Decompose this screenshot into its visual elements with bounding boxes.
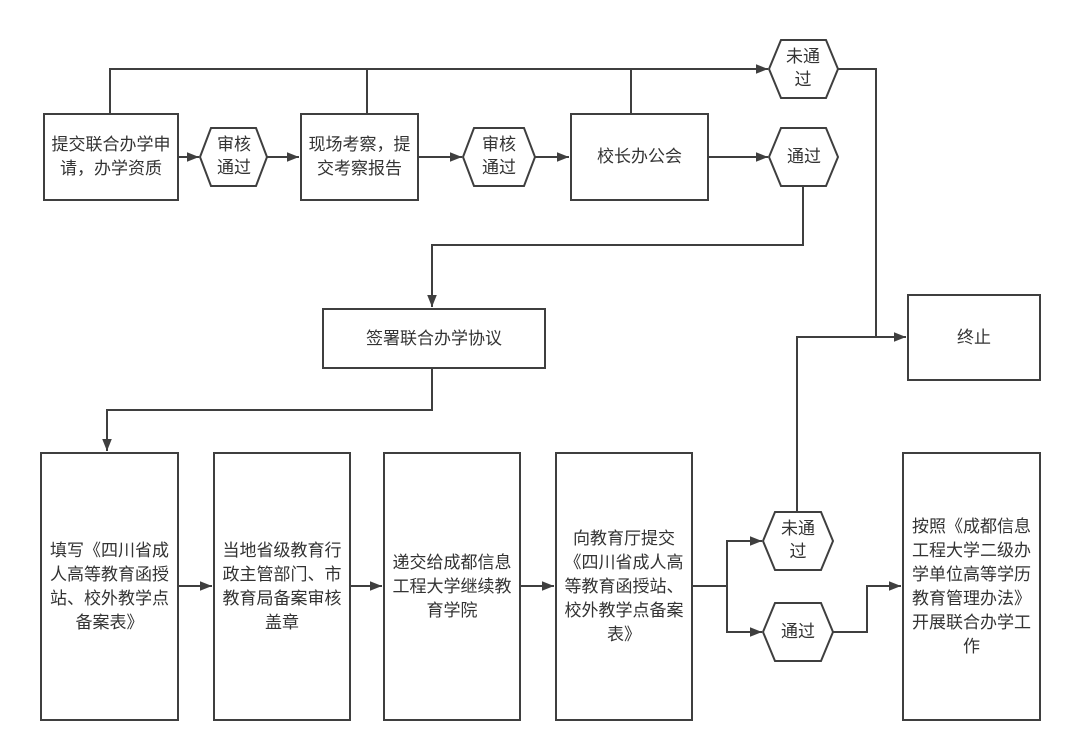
edge-top-bus-to-not-passed: [109, 64, 768, 113]
decision-bottom-passed-shape: [761, 602, 835, 662]
process-site-inspection: 现场考察，提交考察报告: [300, 113, 419, 201]
decision-top-passed-shape: [767, 127, 840, 187]
edge-passed-to-start-work: [833, 581, 901, 633]
process-label: 提交联合办学申请，办学资质: [51, 135, 171, 179]
decision-label: 通过: [787, 146, 821, 167]
decision-label: 未通过: [786, 47, 820, 90]
process-local-review: 当地省级教育行政主管部门、市教育局备案审核盖章: [213, 452, 351, 721]
process-label: 终止: [957, 327, 991, 348]
process-submit-to-college: 递交给成都信息工程大学继续教育学院: [383, 452, 521, 721]
edge-sign-to-fill: [102, 368, 433, 451]
decision-bottom-not-passed-shape: [761, 511, 835, 571]
decision-review-pass-2: 审核通过: [476, 128, 522, 186]
process-label: 当地省级教育行政主管部门、市教育局备案审核盖章: [222, 540, 342, 633]
process-submit-application: 提交联合办学申请，办学资质: [43, 113, 179, 201]
decision-label: 未通过: [781, 519, 815, 562]
process-label: 签署联合办学协议: [366, 328, 502, 349]
edge-top-not-passed-to-terminate: [838, 68, 906, 342]
process-label: 向教育厅提交《四川省成人高等教育函授站、校外教学点备案表》: [564, 528, 684, 645]
process-submit-to-dept: 向教育厅提交《四川省成人高等教育函授站、校外教学点备案表》: [555, 452, 693, 721]
edge-bottom-not-passed-to-terminate: [796, 336, 876, 512]
decision-label: 通过: [781, 621, 815, 642]
process-label: 按照《成都信息工程大学二级办学单位高等学历教育管理办法》开展联合办学工作: [912, 516, 1031, 657]
decision-review-pass-1: 审核通过: [212, 128, 256, 186]
process-start-work: 按照《成都信息工程大学二级办学单位高等学历教育管理办法》开展联合办学工作: [902, 452, 1041, 721]
edge-branch-to-not-passed: [726, 536, 762, 586]
process-president-meeting: 校长办公会: [570, 113, 709, 201]
decision-top-passed: 通过: [775, 128, 833, 186]
process-terminate: 终止: [907, 294, 1041, 381]
edge-passed-to-sign: [427, 186, 804, 307]
decision-bottom-passed: 通过: [769, 603, 827, 661]
process-label: 递交给成都信息工程大学继续教育学院: [392, 552, 512, 621]
process-fill-form: 填写《四川省成人高等教育函授站、校外教学点备案表》: [40, 452, 179, 721]
decision-top-not-passed-shape: [767, 39, 840, 99]
decision-review-pass-2-shape: [461, 127, 537, 187]
decision-label: 审核通过: [217, 135, 251, 178]
process-label: 现场考察，提交考察报告: [308, 135, 411, 179]
process-label: 填写《四川省成人高等教育函授站、校外教学点备案表》: [50, 540, 169, 633]
process-label: 校长办公会: [597, 147, 682, 167]
decision-review-pass-1-shape: [198, 127, 269, 187]
edge-branch-to-passed: [726, 586, 762, 637]
decision-bottom-not-passed: 未通过: [775, 512, 821, 570]
decision-label: 审核通过: [482, 135, 516, 178]
process-sign-agreement: 签署联合办学协议: [322, 308, 546, 369]
decision-top-not-passed: 未通过: [780, 40, 826, 98]
